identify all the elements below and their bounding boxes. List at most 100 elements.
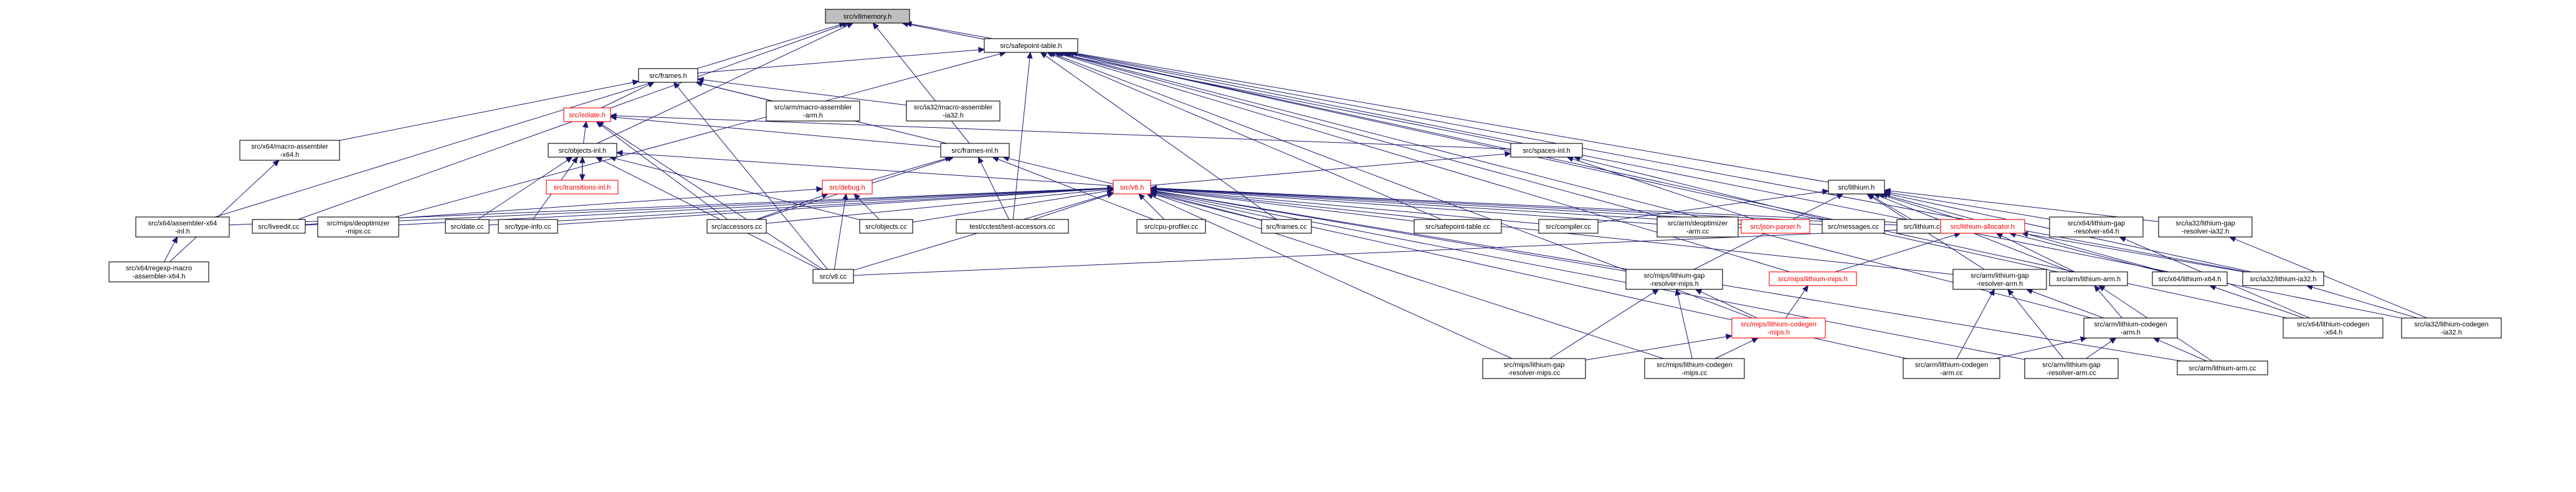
- node-objects-cc[interactable]: src/objects.cc: [859, 219, 913, 234]
- edge-isolate_h-to-frames_h: [601, 84, 649, 109]
- node-box: [1903, 358, 2000, 379]
- node-liveedit[interactable]: src/liveedit.cc: [252, 219, 306, 234]
- edge-lithium_h-to-safepoint_h: [1076, 53, 1829, 183]
- node-test-accessors[interactable]: test/cctest/test-accessors.cc: [956, 219, 1069, 234]
- node-x64-codegen-h[interactable]: src/x64/lithium-codegen-x64.h: [2283, 317, 2384, 339]
- edge-arm_codegen_h-to-arm_lithium_h: [2098, 289, 2122, 319]
- node-box: [1731, 317, 1826, 339]
- node-label: src/spaces-inl.h: [1523, 147, 1570, 155]
- node-mips-codegen-h[interactable]: src/mips/lithium-codegen-mips.h: [1731, 317, 1826, 339]
- edge-date_cc-to-objects_inl: [477, 160, 568, 220]
- node-box: [2049, 216, 2144, 238]
- arrowhead-ia32_codegen_h-to-ia32_gap: [2228, 236, 2236, 243]
- node-v8-h[interactable]: src/v8.h: [1113, 180, 1151, 195]
- node-debug-h[interactable]: src/debug.h: [822, 180, 873, 195]
- node-label: -arm.h: [803, 112, 823, 120]
- edge-x64_macro-to-frames_h: [339, 82, 634, 141]
- node-label: -resolver-mips.cc: [1508, 370, 1561, 377]
- edge-v8_h-to-objects_inl: [622, 152, 1114, 186]
- node-mips-gap-cc[interactable]: src/mips/lithium-gap-resolver-mips.cc: [1482, 358, 1586, 379]
- arrowhead-v8_h-to-objects_inl: [615, 150, 623, 157]
- edge-arm_codegen_h-to-arm_gap_h: [2032, 291, 2104, 319]
- node-lithium-alloc[interactable]: src/lithium-allocator.h: [1940, 219, 2025, 234]
- node-x64-gap[interactable]: src/x64/lithium-gap-resolver-x64.h: [2049, 216, 2144, 238]
- arrowhead-frames_inl-to-root: [872, 22, 879, 30]
- node-label: -x64.h: [2324, 329, 2343, 337]
- node-isolate-h[interactable]: src/isolate.h: [563, 107, 611, 122]
- node-arm-lithium-cc[interactable]: src/arm/lithium-arm.cc: [2177, 360, 2268, 375]
- node-lithium-cc[interactable]: src/lithium.cc: [1896, 219, 1951, 234]
- node-ia32-lithium-h[interactable]: src/ia32/lithium-ia32.h: [2242, 271, 2324, 286]
- node-accessors-cc[interactable]: src/accessors.cc: [706, 219, 767, 234]
- node-safepoint-cc[interactable]: src/safepoint-table.cc: [1414, 219, 1502, 234]
- node-box: [1414, 219, 1502, 234]
- node-arm-codegen-cc[interactable]: src/arm/lithium-codegen-arm.cc: [1903, 358, 2000, 379]
- edge-liveedit-to-v8_h: [305, 188, 1108, 226]
- edge-accessors_cc-to-debug_h: [756, 195, 823, 220]
- node-root[interactable]: src/v8memory.h: [825, 9, 910, 24]
- edge-frames_inl-to-root: [876, 27, 970, 144]
- node-arm-deopt[interactable]: src/arm/deoptimizer-arm.cc: [1656, 216, 1739, 238]
- node-safepoint-h[interactable]: src/safepoint-table.h: [984, 38, 1078, 53]
- edge-accessors_cc-to-isolate_h: [601, 124, 728, 220]
- node-box: [2024, 358, 2119, 379]
- node-date-cc[interactable]: src/date.cc: [445, 219, 490, 234]
- node-spaces-inl[interactable]: src/spaces-inl.h: [1510, 143, 1583, 158]
- node-typeinfo-cc[interactable]: src/type-info.cc: [498, 219, 558, 234]
- node-ia32-macro[interactable]: src/ia32/macro-assembler-ia32.h: [906, 100, 1000, 122]
- node-box: [766, 100, 860, 122]
- node-label: src/mips/lithium-codegen: [1741, 321, 1817, 329]
- node-frames-inl[interactable]: src/frames-inl.h: [940, 143, 1010, 158]
- edge-mips_gap_cc-to-v8_h: [1152, 196, 1513, 359]
- node-mips-deopt[interactable]: src/mips/deoptimizer-mips.cc: [317, 216, 399, 238]
- edge-objects_cc-to-debug_h: [857, 198, 880, 220]
- arrowhead-frames_cc-to-safepoint_h: [1040, 52, 1048, 59]
- node-box: [1482, 358, 1586, 379]
- node-label: src/objects.cc: [865, 223, 907, 231]
- arrowhead-mips_codegen_cc-to-mips_codegen_h: [1751, 337, 1759, 344]
- node-json-parser[interactable]: src/json-parser.h: [1741, 219, 1810, 234]
- node-messages-cc[interactable]: src/messages.cc: [1822, 219, 1885, 234]
- node-arm-gap-h[interactable]: src/arm/lithium-gap-resolver-arm.h: [1952, 269, 2047, 290]
- edge-lithium_cc-to-v8_h: [1156, 188, 1898, 226]
- edge-cpu_profiler-to-v8_h: [1143, 198, 1165, 220]
- node-mips-gap-h[interactable]: src/mips/lithium-gap-resolver-mips.h: [1625, 269, 1723, 290]
- node-label: src/frames.h: [649, 72, 687, 80]
- node-box: [445, 219, 490, 234]
- node-box: [940, 143, 1010, 158]
- arrowhead-objects_cc-to-debug_h: [853, 193, 860, 201]
- node-arm-codegen-h[interactable]: src/arm/lithium-codegen-arm.h: [2083, 317, 2178, 339]
- node-arm-macro[interactable]: src/arm/macro-assembler-arm.h: [766, 100, 860, 122]
- node-arm-gap-cc[interactable]: src/arm/lithium-gap-resolver-arm.cc: [2024, 358, 2119, 379]
- node-box: [859, 219, 913, 234]
- node-transitions-inl[interactable]: src/transitions-inl.h: [546, 180, 619, 195]
- node-label: src/liveedit.cc: [258, 223, 300, 231]
- node-ia32-gap[interactable]: src/ia32/lithium-gap-resolver-ia32.h: [2158, 216, 2253, 238]
- node-label: src/mips/deoptimizer: [327, 220, 390, 228]
- node-lithium-h[interactable]: src/lithium.h: [1828, 180, 1885, 195]
- node-mips-lithium-h[interactable]: src/mips/lithium-mips.h: [1769, 271, 1857, 286]
- node-ia32-codegen-h[interactable]: src/ia32/lithium-codegen-ia32.h: [2401, 317, 2502, 339]
- node-label: src/mips/lithium-gap: [1644, 273, 1705, 280]
- node-frames-h[interactable]: src/frames.h: [638, 68, 698, 83]
- node-label: src/x64/lithium-gap: [2068, 220, 2125, 228]
- node-x64-macro[interactable]: src/x64/macro-assembler-x64.h: [239, 140, 340, 161]
- node-mips-codegen-cc[interactable]: src/mips/lithium-codegen-mips.cc: [1644, 358, 1745, 379]
- node-box: [1625, 269, 1723, 290]
- node-v8-cc[interactable]: src/v8.cc: [812, 269, 854, 284]
- node-frames-cc[interactable]: src/frames.cc: [1261, 219, 1312, 234]
- node-x64-regexp[interactable]: src/x64/regexp-macro-assembler-x64.h: [108, 261, 209, 282]
- node-x64-lithium-h[interactable]: src/x64/lithium-x64.h: [2152, 271, 2228, 286]
- node-x64-asm-inl[interactable]: src/x64/assembler-x64-inl.h: [135, 216, 230, 238]
- edge-accessors_cc-to-v8_h: [766, 189, 1108, 224]
- arrowhead-test_accessors-to-safepoint_h: [1027, 51, 1033, 59]
- node-compiler-cc[interactable]: src/compiler.cc: [1538, 219, 1599, 234]
- node-arm-lithium-h[interactable]: src/arm/lithium-arm.h: [2049, 271, 2128, 286]
- node-label: -arm.cc: [1940, 370, 1963, 377]
- node-cpu-profiler[interactable]: src/cpu-profiler.cc: [1136, 219, 1206, 234]
- arrowhead-v8_h-to-spaces_inl: [1504, 151, 1512, 157]
- node-label: -resolver-arm.h: [1977, 281, 2023, 288]
- edge-test_accessors-to-v8_h: [1033, 195, 1108, 220]
- node-box: [2152, 271, 2228, 286]
- node-objects-inl[interactable]: src/objects-inl.h: [548, 143, 617, 158]
